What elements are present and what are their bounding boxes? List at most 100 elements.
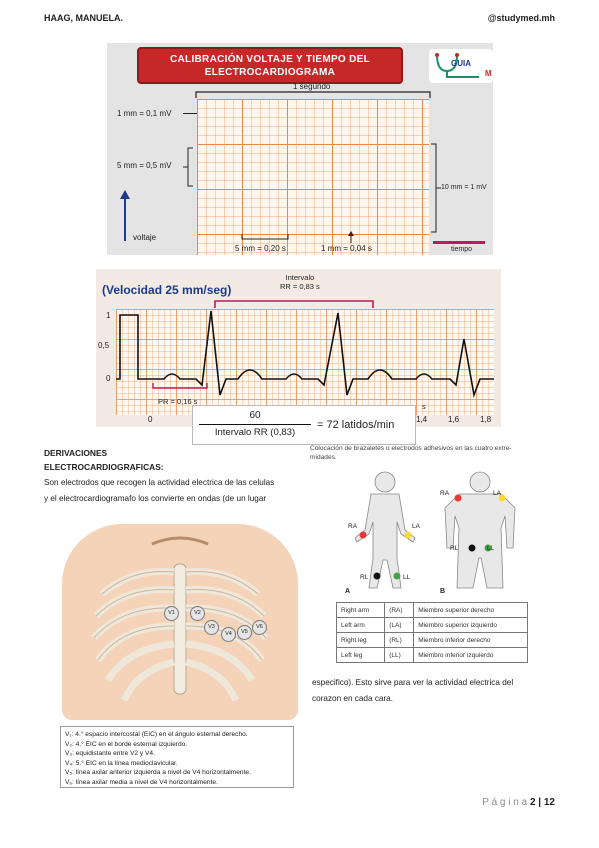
la-electrode-a [404, 531, 412, 539]
rl-electrode-a [373, 572, 381, 580]
lead-name: Left arm [335, 617, 386, 633]
author-name: HAAG, MANUELA. [44, 13, 123, 23]
ll-electrode-a [393, 572, 401, 580]
ecg-calibration-grid [197, 99, 429, 255]
electrode-v2: V2 [190, 606, 205, 621]
electrode-v1: V1 [164, 606, 179, 621]
handle: @studymed.mh [487, 13, 555, 23]
rr-line1: Intervalo [285, 273, 315, 282]
label-ll-b: LL [487, 545, 495, 552]
legend-v5: V₅: línea axilar anterior izquierda a ni… [65, 769, 251, 776]
arrow-up-small-icon [348, 231, 354, 243]
section-title: DERIVACIONES ELECTROCARDIOGRAFICAS: [44, 446, 164, 474]
ecg-trace-grid [116, 309, 494, 415]
label-5mm-voltage: 5 mm = 0,5 mV [117, 161, 172, 170]
ecg-trace-figure: (Velocidad 25 mm/seg) Intervalo RR = 0,8… [96, 269, 501, 427]
label-1mm-time: 1 mm = 0,04 s [321, 244, 372, 253]
section-body: Son electrodos que recogen la actividad … [44, 476, 306, 506]
ra-electrode-b [454, 494, 462, 502]
section-title-line1: DERIVACIONES [44, 448, 108, 458]
ll-electrode-b [484, 544, 492, 552]
page-current: 2 [529, 797, 536, 808]
time-label: tiempo [451, 246, 473, 253]
label-figure-a: A [345, 588, 351, 595]
lead-desc: Miembro superior izquierdo [413, 617, 528, 633]
lead-desc: Miembro inferior izquierdo [413, 647, 528, 663]
time-arrow [433, 241, 485, 244]
x-tick-18: 1,8 [480, 415, 492, 424]
arrow-up-icon [120, 190, 130, 241]
la-electrode-b [498, 494, 506, 502]
stethoscope-icon [435, 53, 479, 78]
label-rl-b: RL [450, 545, 459, 552]
lead-abbr: (RA) [384, 602, 415, 618]
one-second-bracket [195, 91, 431, 98]
electrode-v6: V6 [252, 620, 267, 635]
ecg-waveform [116, 310, 494, 399]
chest-leads-legend: V₁: 4.° espacio intercostal (EIC) en el … [60, 726, 294, 788]
page-separator: | [538, 797, 542, 808]
limb-caption: Colocación de brazaletes o electrodos ad… [310, 444, 568, 462]
lead-abbr: (LL) [384, 647, 415, 663]
label-ra-a: RA [348, 523, 358, 530]
voltage-label: voltaje [133, 233, 157, 242]
rr-bracket [214, 300, 374, 308]
limb-caption-line1: Colocación de brazaletes o electrodos ad… [310, 445, 512, 452]
lead-name: Right leg [335, 632, 386, 648]
label-5mm-time: 5 mm = 0,20 s [235, 244, 286, 253]
y-tick-05: 0,5 [98, 341, 110, 350]
logo-text: GUIA [451, 59, 471, 68]
label-rl-a: RL [360, 574, 369, 581]
page-number: P á g i n a 2 | 12 [482, 797, 555, 808]
x-tick-14: 1,4 [416, 415, 428, 424]
label-figure-b: B [440, 588, 446, 595]
table-row: Left arm (LA) Miembro superior izquierdo [335, 617, 528, 633]
lead-desc: Miembro superior derecho [413, 602, 528, 618]
rr-line2: RR = 0,83 s [280, 282, 320, 291]
x-tick-16: 1,6 [448, 415, 460, 424]
section-continuation: especifico). Esto sirve para ver la acti… [312, 676, 562, 706]
rl-electrode-b [468, 544, 476, 552]
lead-name: Right arm [335, 602, 386, 618]
label-1mm-voltage: 1 mm = 0,1 mV [117, 109, 172, 118]
logo: GUIA M [429, 49, 493, 83]
label-la-a: LA [412, 523, 420, 530]
ten-mm-bracket [431, 143, 441, 233]
y-tick-1: 1 [106, 311, 111, 320]
title-banner: CALIBRACIÓN VOLTAJE Y TIEMPO DEL ELECTRO… [137, 47, 403, 84]
rr-interval-label: Intervalo RR = 0,83 s [280, 273, 320, 291]
y-tick-0: 0 [106, 374, 111, 383]
table-row: Right leg (RL) Miembro inferior derecho [335, 632, 528, 648]
ra-electrode-a [359, 531, 367, 539]
table-row: Left leg (LL) Miembro inferior izquierdo [335, 647, 528, 663]
speed-label: (Velocidad 25 mm/seg) [102, 283, 232, 297]
electrode-v4: V4 [221, 627, 236, 642]
five-mm-time-bracket [241, 234, 289, 240]
label-10mm-voltage: 10 mm = 1 mV [441, 184, 487, 191]
pr-bracket [152, 383, 208, 389]
legend-v6: V₆: línea axilar media a nivel de V4 hor… [65, 778, 218, 786]
limb-caption-line2: midades. [310, 454, 337, 461]
label-la-b: LA [493, 490, 501, 497]
limb-leads-table: Right arm (RA) Miembro superior derecho … [335, 602, 528, 663]
lead-name: Left leg [335, 647, 386, 663]
one-second-label: 1 segundo [293, 82, 331, 91]
heart-rate-formula: 60 Intervalo RR (0,83) = 72 latidos/min [192, 405, 416, 445]
label-ll-a: LL [403, 574, 411, 581]
label-ra-b: RA [440, 490, 450, 497]
lead-abbr: (LA) [384, 617, 415, 633]
legend-v3: V₃: equidistante entre V2 y V4. [65, 750, 155, 757]
x-tick-0: 0 [148, 415, 153, 424]
section-cont-line1: especifico). Esto sirve para ver la acti… [312, 678, 514, 687]
logo-extra: M [485, 69, 492, 78]
legend-v1: V₁: 4.° espacio intercostal (EIC) en el … [65, 731, 248, 738]
calibration-figure: CALIBRACIÓN VOLTAJE Y TIEMPO DEL ELECTRO… [107, 43, 493, 255]
formula-numerator: 60 [249, 410, 261, 421]
section-text-line1: Son electrodos que recogen la actividad … [44, 478, 275, 487]
electrode-v3: V3 [204, 620, 219, 635]
s-label: s [422, 402, 426, 411]
lead-desc: Miembro inferior derecho [413, 632, 528, 648]
five-mm-bracket [183, 147, 193, 187]
electrode-v5: V5 [237, 625, 252, 640]
pr-interval-label: PR = 0,16 s [158, 397, 198, 406]
